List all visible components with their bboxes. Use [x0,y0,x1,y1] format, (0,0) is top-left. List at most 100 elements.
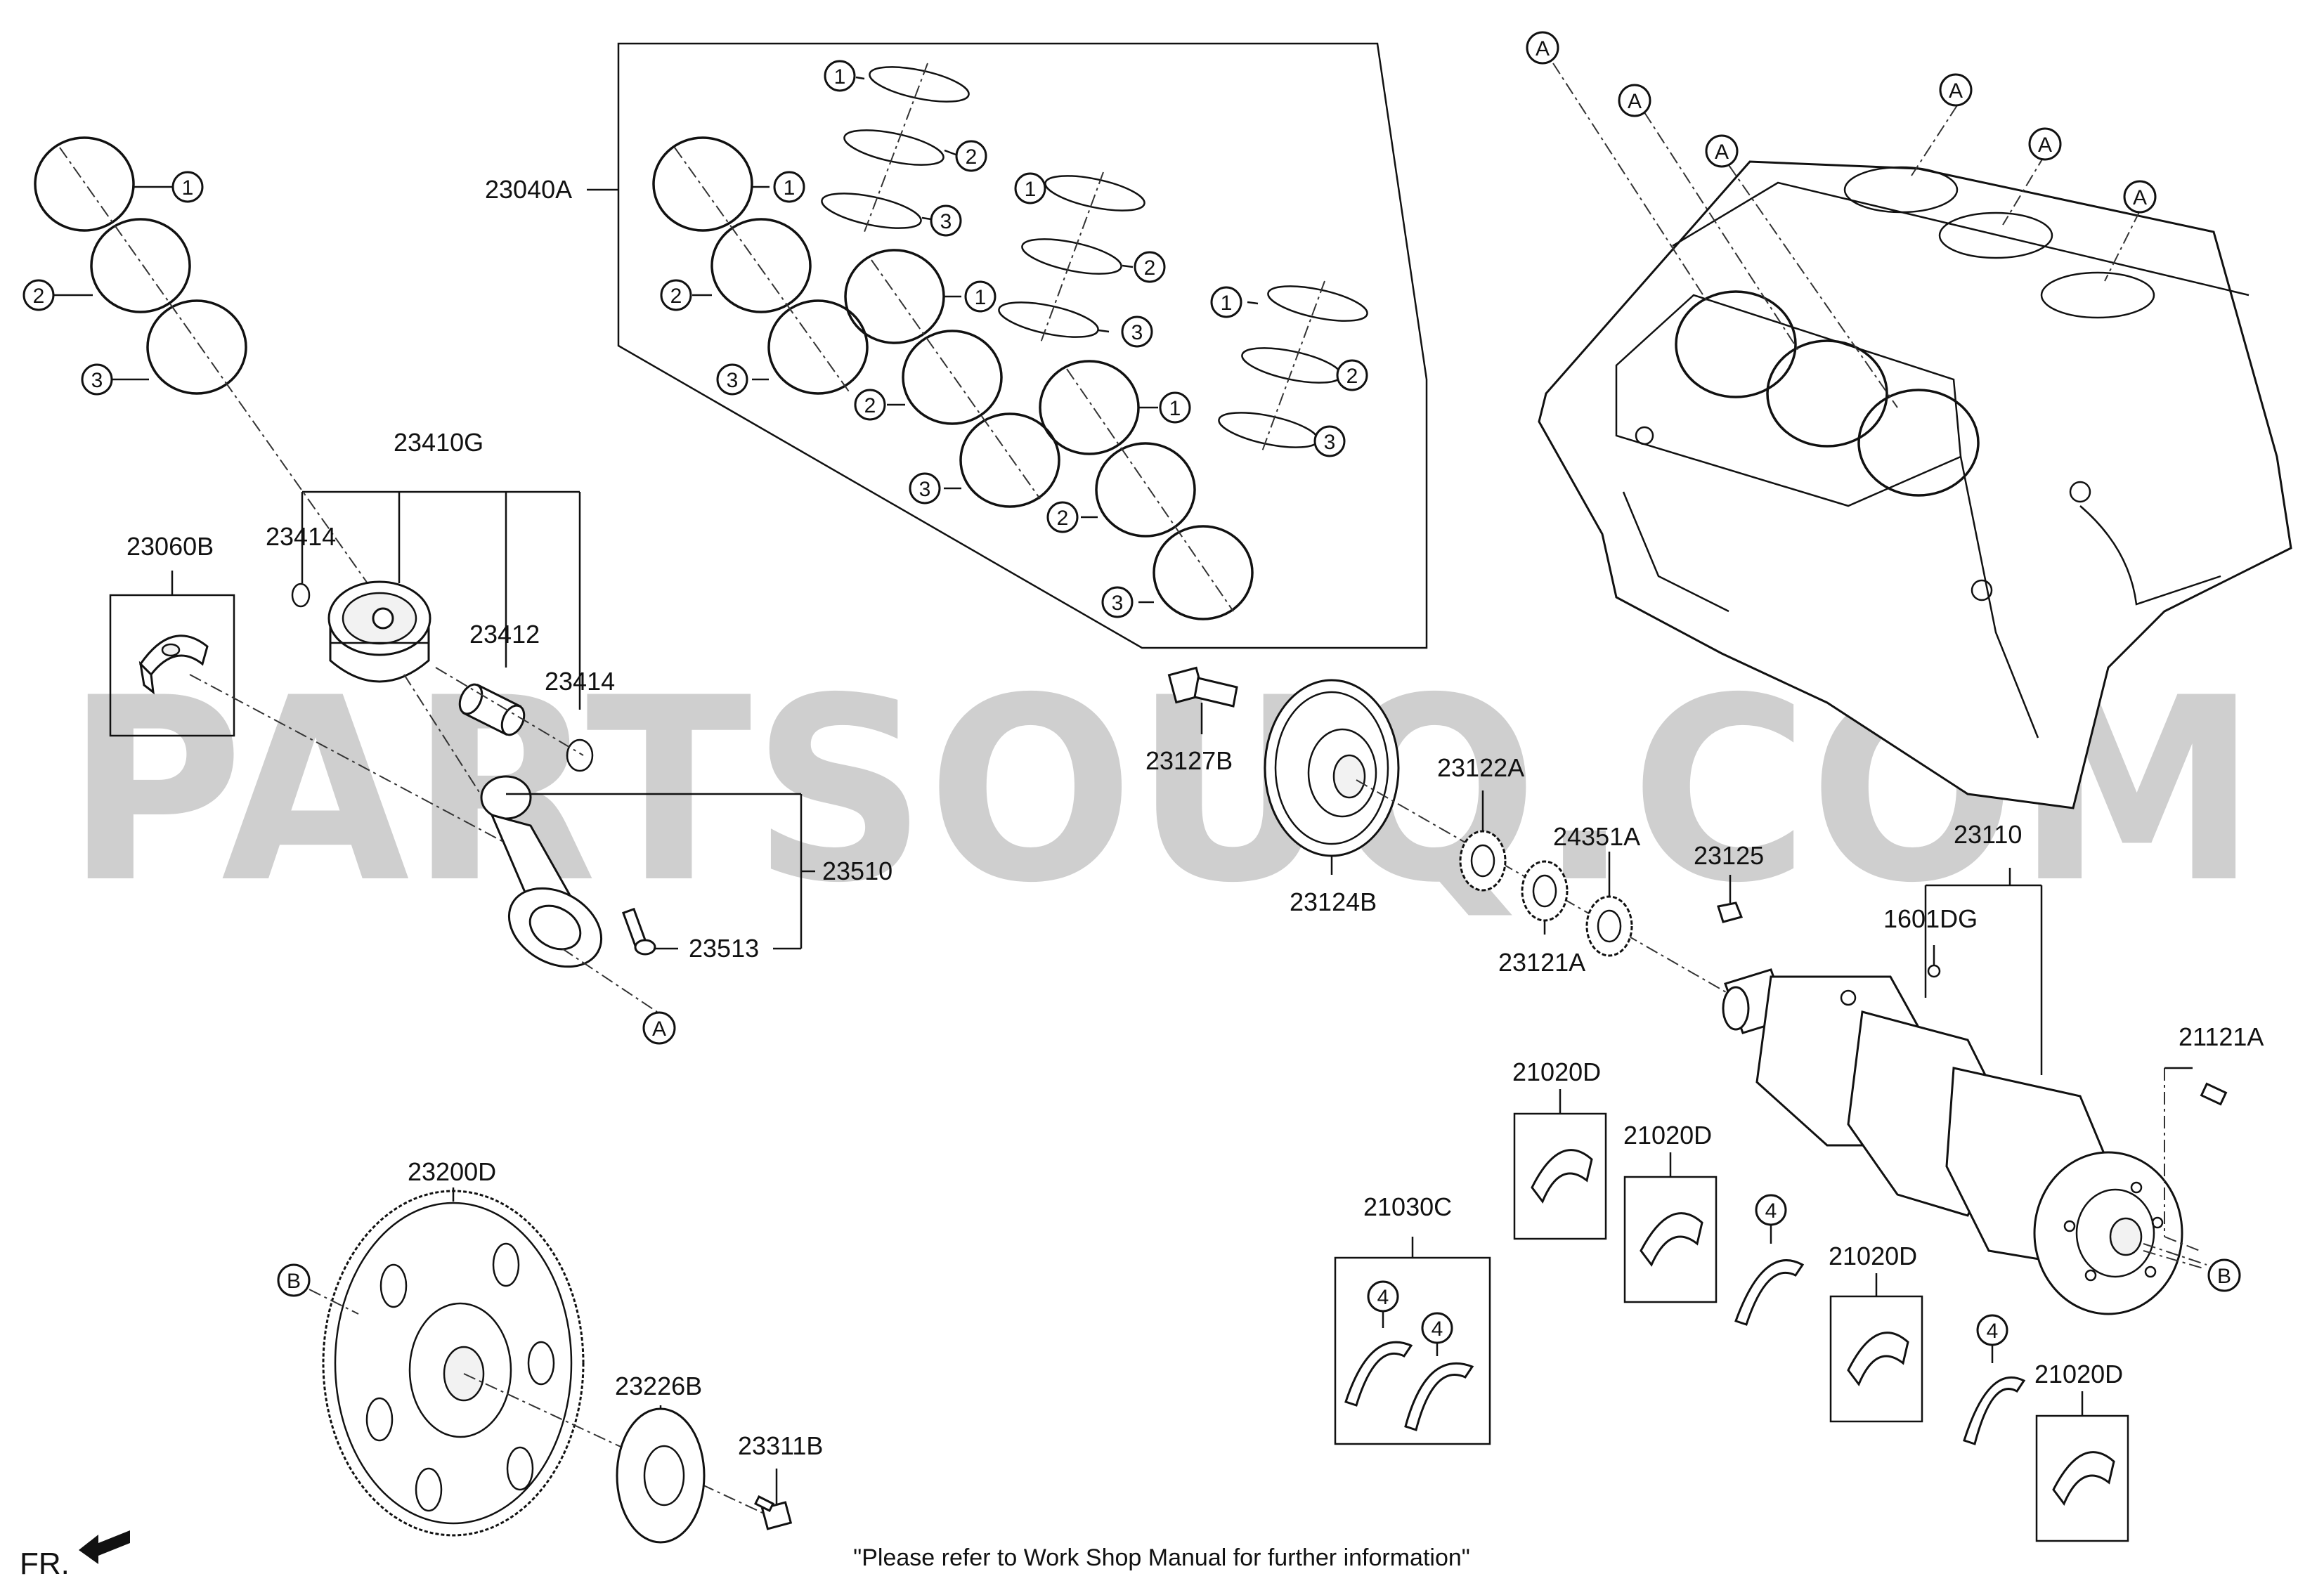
connecting-rod-bearing[interactable] [138,634,209,695]
svg-text:2: 2 [966,145,978,169]
reference-B-flywheel [277,1263,311,1297]
part-label-24351A[interactable]: 24351A [1553,822,1640,851]
loose-piston-rings: 1 2 3 [22,136,373,591]
svg-text:4: 4 [1432,1317,1443,1341]
piston[interactable] [327,580,431,683]
reference-A-rod [642,1011,676,1045]
crankshaft-damper-pulley[interactable] [1264,679,1400,857]
svg-text:2: 2 [33,285,45,308]
part-label-23124B[interactable]: 23124B [1290,887,1377,916]
drive-plate[interactable] [322,1190,585,1537]
main-bearing-box-1: 21020D [1512,1057,1607,1240]
svg-text:1: 1 [182,176,194,200]
piston-ring-group-e [1039,360,1254,620]
dowel-pin[interactable] [2200,1082,2228,1106]
main-bearing-3[interactable] [1847,1332,1909,1386]
part-label-23311B[interactable]: 23311B [738,1431,823,1460]
svg-text:3: 3 [1324,431,1336,454]
svg-text:A: A [1628,90,1642,113]
thrust-washer-loose-2[interactable]: 4 [1963,1314,2026,1445]
svg-text:A: A [1949,79,1963,103]
part-label-23410G[interactable]: 23410G [394,428,483,457]
main-bearing-box-2: 21020D [1623,1121,1718,1303]
part-label-23125[interactable]: 23125 [1694,841,1764,870]
svg-text:3: 3 [919,478,931,501]
part-label-21030C[interactable]: 21030C [1363,1192,1452,1221]
svg-text:3: 3 [727,369,739,392]
part-label-21020D-2[interactable]: 21020D [1623,1121,1712,1150]
part-label-23414-left[interactable]: 23414 [266,522,336,551]
svg-text:3: 3 [940,210,952,233]
svg-text:2: 2 [1057,507,1069,530]
drive-plate-adapter[interactable] [616,1407,706,1544]
crankshaft[interactable] [1722,968,2183,1315]
oil-pump-sprocket[interactable] [1585,895,1633,957]
svg-text:1: 1 [975,286,987,309]
snap-ring-left[interactable] [291,583,311,608]
cylinder-block[interactable] [1538,160,2292,809]
svg-text:3: 3 [1131,321,1143,344]
svg-text:A: A [2133,186,2147,209]
crankshaft-pulley-bolt[interactable] [1167,666,1238,708]
thrust-washer-2[interactable] [1404,1362,1474,1431]
svg-text:A: A [652,1017,666,1041]
part-label-21020D-1[interactable]: 21020D [1512,1057,1601,1086]
drive-plate-bolt[interactable] [753,1495,793,1530]
piston-ring-group-d [998,171,1145,345]
part-label-23121A[interactable]: 23121A [1498,948,1585,977]
svg-text:1: 1 [1221,292,1233,315]
connecting-rod-bearing-box: 23060B [109,532,507,844]
thrust-washer-loose-1[interactable]: 4 [1734,1194,1805,1326]
part-label-23060B[interactable]: 23060B [126,532,214,561]
main-bearing-1[interactable] [1531,1149,1593,1204]
svg-text:2: 2 [1144,256,1156,280]
part-label-23510[interactable]: 23510 [822,857,892,885]
svg-text:B: B [287,1270,301,1293]
crankshaft-sprocket-a[interactable] [1459,830,1507,892]
workshop-manual-note: "Please refer to Work Shop Manual for fu… [853,1544,1470,1571]
part-label-23414-right[interactable]: 23414 [545,667,615,696]
woodruff-key[interactable] [1717,902,1744,923]
svg-text:A: A [2038,134,2052,157]
main-bearing-4[interactable] [2052,1451,2115,1506]
piston-pin[interactable] [455,681,528,738]
svg-text:3: 3 [91,369,103,392]
piston-ring-set-box: 23040A [485,42,1428,649]
part-label-21020D-3[interactable]: 21020D [1829,1242,1917,1270]
part-label-23226B[interactable]: 23226B [615,1372,702,1400]
part-label-23122A[interactable]: 23122A [1437,753,1524,782]
part-label-23127B[interactable]: 23127B [1145,746,1233,775]
connecting-rod[interactable] [480,775,616,982]
part-label-23200D[interactable]: 23200D [408,1157,496,1186]
svg-text:B: B [2217,1265,2231,1288]
part-label-21121A[interactable]: 21121A [2179,1022,2264,1051]
part-label-23513[interactable]: 23513 [689,934,759,963]
svg-text:4: 4 [1765,1199,1777,1223]
piston-ring-group-c [844,249,1060,508]
part-label-1601DG[interactable]: 1601DG [1883,904,1978,933]
crankshaft-plug[interactable] [1927,964,1941,978]
part-label-21020D-4[interactable]: 21020D [2034,1360,2123,1388]
front-arrow-icon [79,1530,130,1564]
connecting-rod-bolt[interactable] [622,907,656,956]
svg-text:1: 1 [1025,178,1037,201]
part-label-23412[interactable]: 23412 [469,620,540,649]
main-bearing-box-3: 21020D [1829,1242,1923,1423]
reference-B-crank [2207,1258,2241,1292]
part-label-23110[interactable]: 23110 [1954,820,2022,849]
piston-ring-group-b [821,63,970,233]
svg-text:1: 1 [1169,397,1181,420]
part-label-23040A[interactable]: 23040A [485,175,572,204]
svg-text:4: 4 [1377,1286,1389,1309]
thrust-washer-1[interactable] [1344,1341,1413,1407]
svg-text:A: A [1536,37,1550,60]
piston-ring-group-a [652,136,869,395]
snap-ring-right[interactable] [566,738,594,772]
front-indicator-label: FR. [20,1547,70,1581]
main-bearing-2[interactable] [1640,1212,1703,1267]
svg-text:4: 4 [1987,1320,1999,1343]
crankshaft-sprocket-b[interactable] [1521,860,1569,922]
svg-text:1: 1 [784,176,796,200]
main-bearing-box-4: 21020D [2034,1360,2129,1542]
